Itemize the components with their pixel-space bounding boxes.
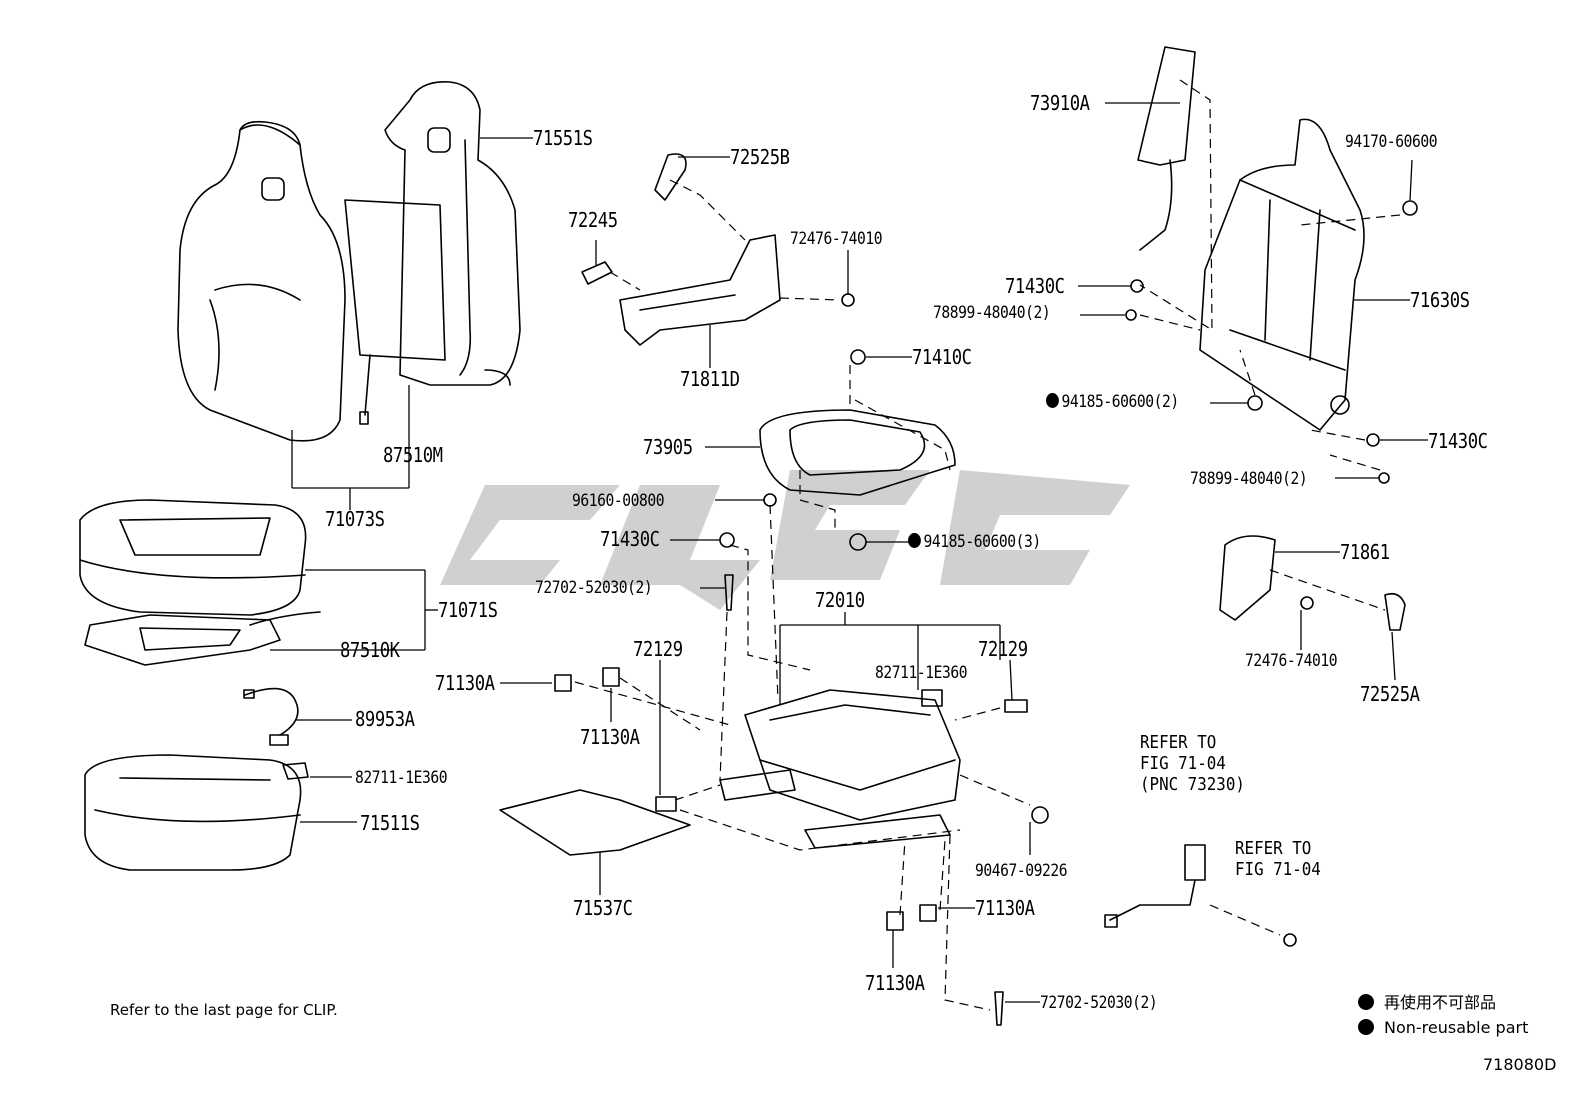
bolt-90467 [1031,806,1049,824]
label-71130a-right: 71130A [975,896,1035,920]
label-78899-48040-top: 78899-48040(2) [933,303,1051,323]
bolt-78899-bottom [1378,472,1390,484]
label-71073s: 71073S [325,507,385,531]
cover-72245 [581,261,613,285]
clip-71410c [850,349,866,365]
leader-lines [270,102,1428,1003]
label-72245: 72245 [568,208,618,232]
recliner-71811d [619,234,781,346]
label-71551s: 71551S [533,126,593,150]
label-73910a: 73910A [1030,91,1090,115]
seatback-heater-87510m [344,199,446,425]
label-72476-74010-right: 72476-74010 [1245,651,1338,671]
screw-71430c-bottom [1366,433,1380,447]
side-airbag-73910a [1137,46,1196,251]
label-71410c: 71410C [912,345,972,369]
bolt-72702-top [724,574,734,611]
seat-cushion-73905 [759,409,956,496]
clip-71130a-left [554,674,572,692]
clip-96160 [763,493,777,507]
label-72129-right: 72129 [978,637,1028,661]
label-72476-74010-top: 72476-74010 [790,229,883,249]
clip-72129-left [655,796,677,812]
label-82711-1e360-center: 82711-1E360 [875,663,968,683]
label-87510k: 87510K [340,638,400,662]
label-96160-00800: 96160-00800 [572,491,665,511]
reference-note-pnc-73230: REFER TO FIG 71-04 (PNC 73230) [1140,732,1245,795]
seat-cushion-cover-71071s [79,499,307,616]
label-71430c-right-bottom: 71430C [1428,429,1488,453]
seatback-frame-71630s [1199,118,1365,431]
clip-82711-center [921,689,943,707]
label-82711-1e360-left: 82711-1E360 [355,768,448,788]
label-73905: 73905 [643,435,693,459]
label-72702-52030-top: 72702-52030(2) [535,578,653,598]
non-reusable-marker [908,533,921,548]
label-71130a-below: 71130A [580,725,640,749]
label-71130a-bottom: 71130A [865,971,925,995]
diagram-id: 718080D [1483,1055,1557,1074]
legend-japanese-text: 再使用不可部品 [1384,993,1497,1012]
bolt-72476-top [841,293,855,307]
label-94185-60600-2: 94185-60600(2) [1046,393,1179,412]
label-72525a: 72525A [1360,682,1420,706]
label-71861: 71861 [1340,540,1390,564]
legend-english-text: Non-reusable part [1384,1018,1529,1037]
seat-belt-buckle [1104,844,1206,928]
seatback-cover-71073s [177,120,346,442]
nut-94170 [1402,200,1418,216]
label-71430c-right-top: 71430C [1005,274,1065,298]
knob-72525a [1384,592,1406,631]
label-71430c-center: 71430C [600,527,660,551]
clip-71130a-right [919,904,937,922]
knob-72525b [654,153,687,201]
label-89953a: 89953A [355,707,415,731]
label-78899-48040-bottom: 78899-48040(2) [1190,469,1308,489]
clip-82711-left [282,762,309,780]
bolt-72702-bottom [994,991,1004,1026]
seat-cushion-pad-71511s [84,754,302,871]
label-72525b: 72525B [730,145,790,169]
reference-note-fig-71-04: REFER TO FIG 71-04 [1235,838,1321,880]
bolt-78899-top [1125,309,1137,321]
label-71811d: 71811D [680,367,740,391]
clip-71130a-bottom [886,911,904,931]
seat-frame-72010 [719,689,961,849]
footnote-clip: Refer to the last page for CLIP. [110,1001,338,1019]
nut-94185-2 [1247,395,1263,411]
label-71511s: 71511S [360,811,420,835]
label-71537c: 71537C [573,896,633,920]
label-87510m: 87510M [383,443,443,467]
label-72010: 72010 [815,588,865,612]
screw-71430c-center [719,532,735,548]
label-94185-60600-3: 94185-60600(3) [908,533,1041,552]
dashed-assembly-lines [574,79,1401,1011]
legend-row-english: Non-reusable part [1358,1018,1528,1038]
label-94170-60600: 94170-60600 [1345,132,1438,152]
clip-71130a-below [602,667,620,687]
seat-cushion-heater-87510k [84,611,321,666]
label-90467-09226: 90467-09226 [975,861,1068,881]
harness-89953a [243,687,299,746]
clip-72129-right [1004,699,1028,713]
legend-dot-icon [1358,1019,1374,1035]
seatback-pad-71551s [384,81,521,386]
legend-dot-icon [1358,994,1374,1010]
label-72702-52030-bottom: 72702-52030(2) [1040,993,1158,1013]
label-72129-left: 72129 [633,637,683,661]
watermark-logo [440,470,1130,610]
shield-71861 [1219,535,1276,621]
label-71630s: 71630S [1410,288,1470,312]
label-71071s: 71071S [438,598,498,622]
bolt-72476-right [1300,596,1314,610]
tray-71537c [499,789,691,856]
legend-row-japanese: 再使用不可部品 [1358,993,1496,1013]
non-reusable-marker [1046,393,1059,408]
label-71130a-left: 71130A [435,671,495,695]
bolt-belt [1283,933,1297,947]
